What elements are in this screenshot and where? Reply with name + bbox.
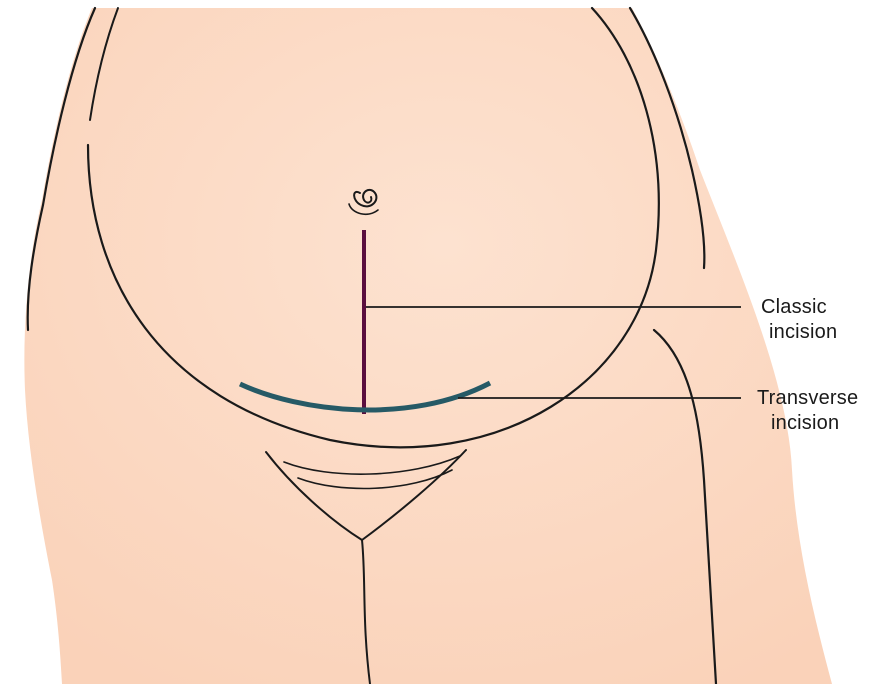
classic-label-line2: incision — [761, 320, 837, 345]
classic-label-line1: Classic — [761, 295, 837, 320]
classic-incision-label: Classic incision — [761, 295, 837, 345]
transverse-label-line1: Transverse — [757, 386, 858, 411]
transverse-incision-label: Transverse incision — [757, 386, 858, 436]
transverse-label-line2: incision — [757, 411, 858, 436]
